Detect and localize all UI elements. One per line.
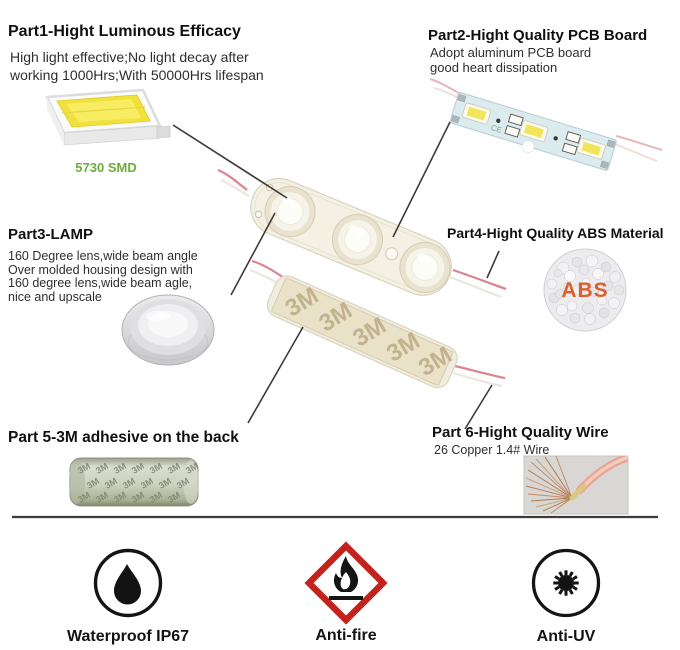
part2-desc-line2: good heart dissipation [430, 60, 558, 75]
antifire-badge: Anti-fire [304, 541, 388, 645]
ce-mark: CE [490, 123, 503, 135]
pcb-board-image: CE [429, 78, 663, 171]
part2-title: Part2-Hight Quality PCB Board [428, 27, 648, 44]
part6-description: 26 Copper 1.4# Wire [434, 443, 550, 457]
part2-description: Adopt aluminum PCB board good heart diss… [430, 45, 591, 75]
part1-description: High light effective;No light decay afte… [10, 48, 264, 84]
antiuv-badge: Anti-UV [505, 545, 627, 646]
part6-title: Part 6-Hight Quality Wire [432, 424, 609, 441]
abs-label: ABS [561, 279, 608, 302]
adhesive-brand-watermarks: 3M 3M 3M 3M 3M [281, 282, 457, 382]
antifire-badge-label: Anti-fire [315, 627, 377, 644]
smd-led-image [45, 88, 171, 146]
callout-line-part4 [486, 250, 500, 279]
waterproof-badge-label: Waterproof IP67 [66, 628, 190, 645]
adhesive-tape-image: 3M 3M 3M 3M 3M 3M 3M 3M 3M 3M 3M 3M 3M 3… [69, 457, 200, 507]
sun-icon [531, 548, 601, 618]
part4-title: Part4-Hight Quality ABS Material [447, 225, 664, 241]
part1-title: Part1-Hight Luminous Efficacy [8, 23, 241, 40]
callout-lines [12, 121, 658, 519]
waterproof-badge: Waterproof IP67 [63, 545, 193, 646]
smd-caption: 5730 SMD [75, 160, 137, 175]
flame-diamond-icon [304, 541, 388, 625]
module-lens [399, 242, 451, 294]
smd-led-on-pcb [461, 102, 606, 160]
part1-desc-line1: High light effective;No light decay afte… [10, 49, 249, 65]
callout-line-part5 [247, 326, 304, 424]
abs-granules-image: ABS [543, 248, 627, 332]
part3-description: 160 Degree lens,wide beam angle Over mol… [8, 249, 198, 304]
module-lens [331, 214, 383, 266]
part1-desc-line2: working 1000Hrs;With 50000Hrs lifespan [10, 67, 264, 83]
callout-line-part3 [230, 212, 276, 296]
led-module-back-image: 3M 3M 3M 3M 3M [249, 259, 506, 389]
callout-line-part1 [172, 124, 288, 199]
callout-line-part2 [392, 121, 451, 238]
water-drop-icon [93, 548, 163, 618]
module-lens [264, 186, 316, 238]
part3-desc-line3: 160 degree lens,wide beam agle, [8, 276, 193, 290]
copper-wire-image [523, 455, 629, 515]
led-module-front-image [217, 168, 507, 299]
part5-title: Part 5-3M adhesive on the back [8, 429, 239, 446]
part2-desc-line1: Adopt aluminum PCB board [430, 45, 592, 60]
antiuv-badge-label: Anti-UV [536, 628, 596, 645]
copper-strands [525, 456, 573, 514]
part3-desc-line4: nice and upscale [8, 289, 102, 304]
callout-line-part6 [464, 384, 493, 430]
part3-title: Part3-LAMP [8, 226, 94, 243]
part3-desc-line1: 160 Degree lens,wide beam angle [8, 249, 198, 263]
part3-desc-line2: Over molded housing design with [8, 262, 193, 277]
lens-image [121, 294, 215, 366]
